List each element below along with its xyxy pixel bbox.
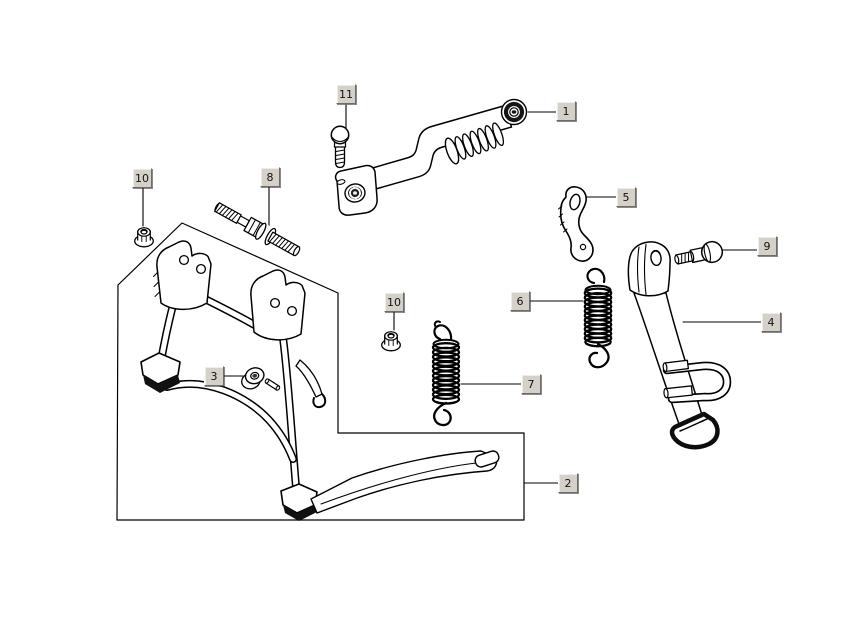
center-stand-foot-lever <box>310 450 500 514</box>
callout-label-8[interactable]: 8 <box>260 167 280 187</box>
center-stand-right-ear <box>250 269 306 341</box>
callout-label-1[interactable]: 1 <box>556 101 576 121</box>
callout-label-5[interactable]: 5 <box>616 187 636 207</box>
part-9-pivot-bolt <box>674 240 724 265</box>
callout-label-10b[interactable]: 10 <box>384 292 404 312</box>
part-10-flange-nut-mid <box>381 331 401 352</box>
part-3-pin <box>264 378 281 391</box>
part-10-flange-nut-left <box>134 227 154 248</box>
callout-label-9[interactable]: 9 <box>757 236 777 256</box>
part-2-group-box <box>116 222 525 521</box>
side-stand-clevis <box>627 241 671 297</box>
leader-lines <box>142 104 762 484</box>
side-stand-leg <box>633 292 703 425</box>
part-7-spring <box>431 320 461 427</box>
part-5-link-bracket <box>558 186 594 262</box>
callout-label-2[interactable]: 2 <box>558 473 578 493</box>
center-stand-spring-hook-arm <box>295 359 327 409</box>
center-stand-left-ear <box>153 240 212 311</box>
callout-label-10a[interactable]: 10 <box>132 168 152 188</box>
callout-label-6[interactable]: 6 <box>510 291 530 311</box>
callout-label-4[interactable]: 4 <box>761 312 781 332</box>
part-2-center-stand <box>140 240 500 521</box>
lever-ball-end <box>500 98 528 126</box>
part-3-bushing <box>241 367 281 391</box>
part-6-spring <box>583 267 613 369</box>
center-stand-left-foot <box>140 352 181 393</box>
callout-label-7[interactable]: 7 <box>521 374 541 394</box>
center-stand-right-foot <box>280 483 318 521</box>
callout-label-11[interactable]: 11 <box>336 84 356 104</box>
callout-label-3[interactable]: 3 <box>204 366 224 386</box>
lever-pivot-boss <box>334 164 378 216</box>
side-stand-foot <box>669 411 720 450</box>
part-8-stud <box>214 202 301 257</box>
lever-grip-ribs <box>444 122 505 165</box>
part-11-bolt <box>330 125 350 169</box>
part-1-lever <box>334 98 528 216</box>
part-4-side-stand <box>627 241 732 450</box>
